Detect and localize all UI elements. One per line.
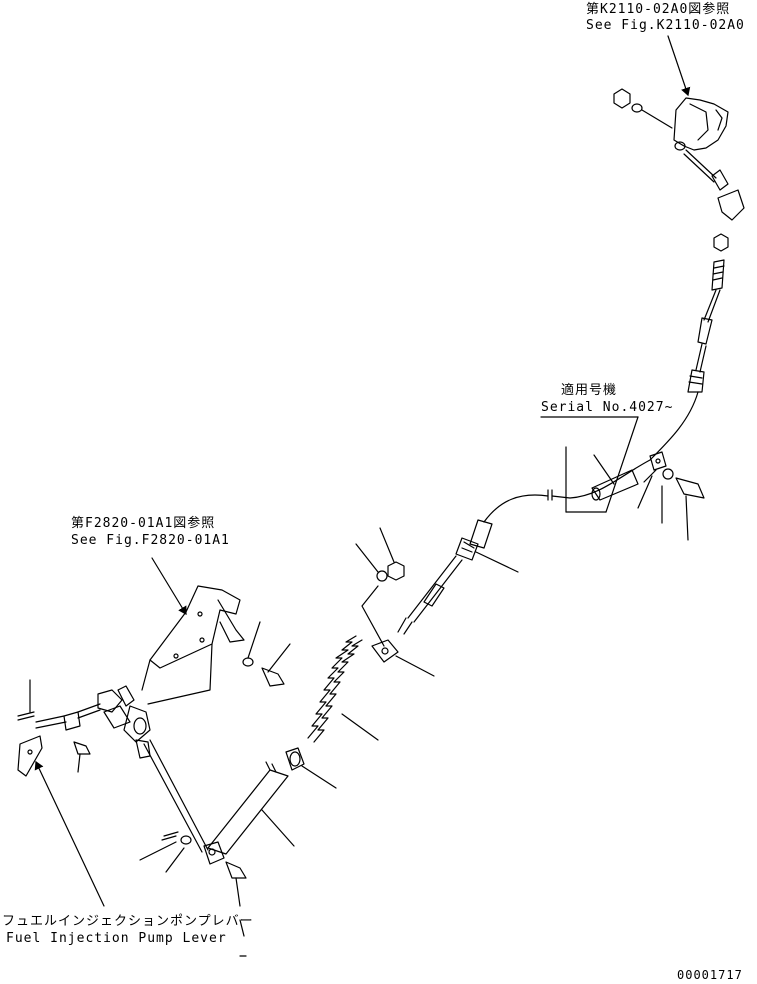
control-cable-upper [650, 392, 698, 460]
bracket-bolt [243, 622, 290, 686]
lever-en: Fuel Injection Pump Lever [6, 931, 227, 946]
flange-plate [372, 640, 434, 676]
serial-bracket-group [541, 417, 704, 540]
drawing-number: 00001717 [677, 968, 743, 982]
lever-tip [18, 680, 104, 906]
main-cable-rod [398, 520, 518, 634]
ref-top-jp: 第K2110-02A0図参照 [586, 2, 731, 17]
damper-cylinder [204, 762, 294, 864]
spring-cap [286, 748, 336, 788]
bottom-fasteners [140, 832, 246, 936]
ref-left-jp: 第F2820-01A1図参照 [71, 516, 216, 531]
control-lever-assembly [614, 36, 744, 392]
serial-jp: 適用号機 [561, 383, 618, 398]
ref-left-en: See Fig.F2820-01A1 [71, 533, 230, 548]
link-rod [150, 740, 208, 850]
pump-lever [36, 686, 150, 758]
return-spring [308, 636, 378, 742]
lever-jp: フュエルインジェクションポンプレバー [2, 914, 254, 929]
serial-en: Serial No.4027~ [541, 400, 674, 415]
engine-bracket [142, 558, 244, 704]
ref-top-en: See Fig.K2110-02A0 [586, 18, 745, 33]
control-cable-mid [484, 460, 650, 522]
nut-washer-pair [356, 528, 404, 646]
